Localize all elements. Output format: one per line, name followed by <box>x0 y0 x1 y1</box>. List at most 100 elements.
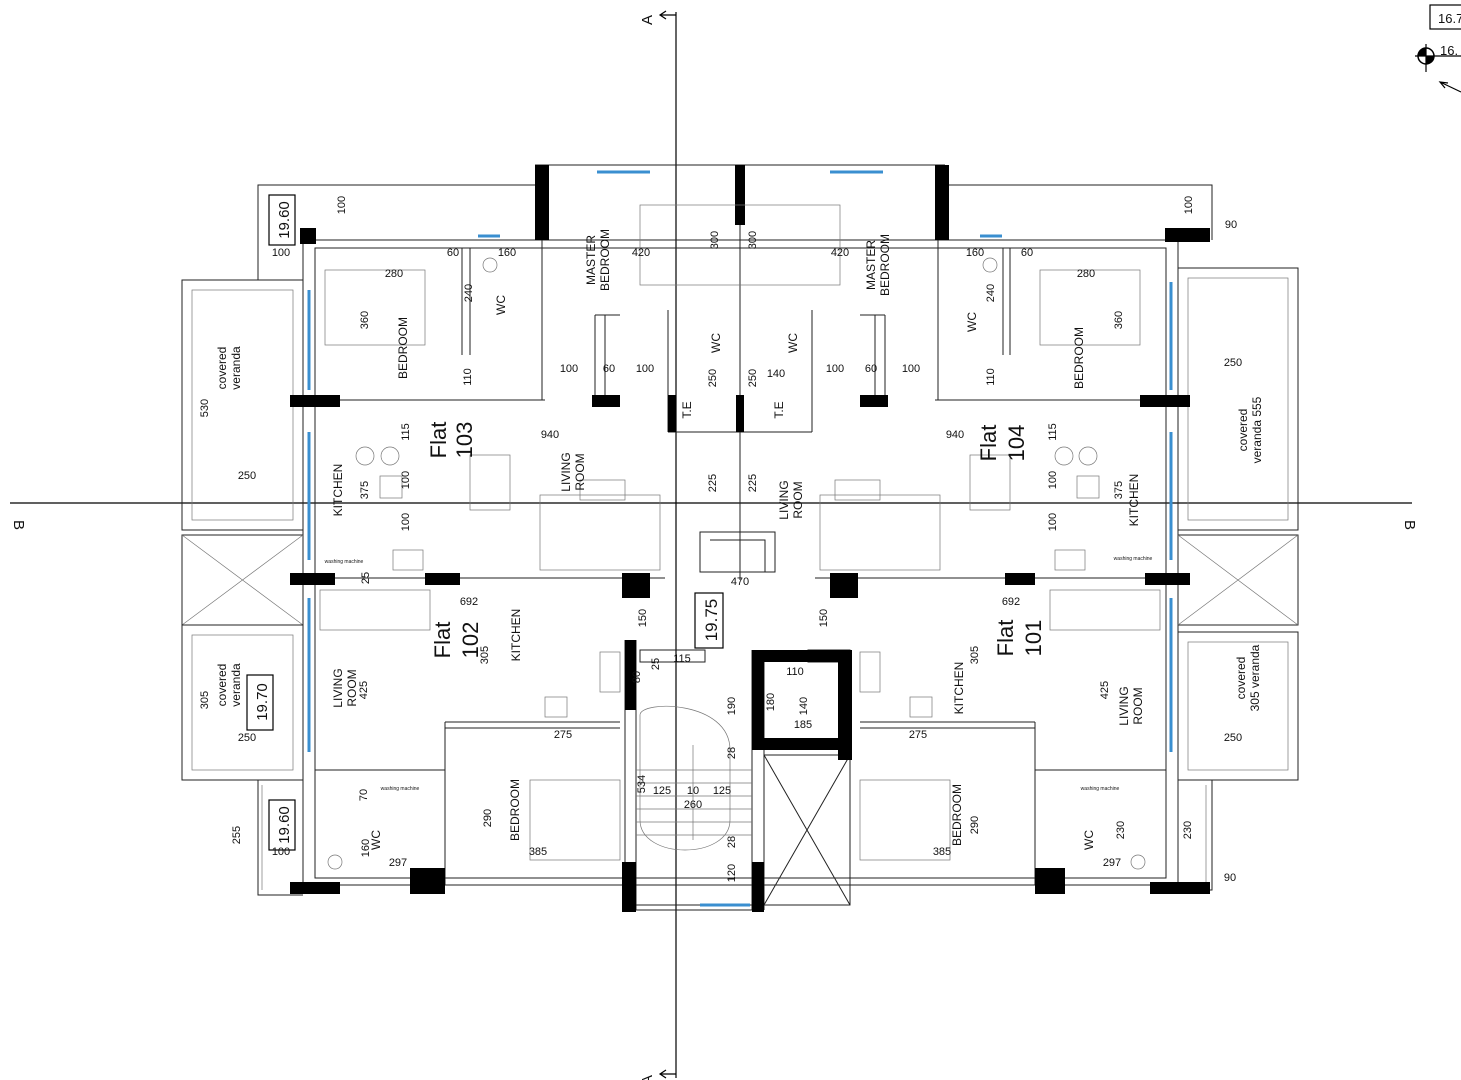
dimension-label: 385 <box>529 846 547 858</box>
dimension-label: 140 <box>798 697 810 715</box>
washing-machine-label-bl: washing machine <box>381 786 420 792</box>
dimension-label: 225 <box>747 474 759 492</box>
dimension-label: 530 <box>199 399 211 417</box>
dimension-label: 110 <box>462 368 474 386</box>
dimension-label: 100 <box>1047 513 1059 531</box>
dimension-label: 360 <box>359 311 371 329</box>
dimension-label: 275 <box>909 729 927 741</box>
dimension-label: 375 <box>1113 481 1125 499</box>
flat-102-number: 102 <box>458 622 483 659</box>
dimension-label: 100 <box>636 363 654 375</box>
dimension-label: 28 <box>726 747 738 759</box>
dimension-label: 115 <box>673 653 691 665</box>
dimension-label: 120 <box>726 864 738 882</box>
section-marker-a-bottom: A <box>639 1075 656 1080</box>
dimension-label: 290 <box>482 809 494 827</box>
dimension-label: 280 <box>1077 268 1095 280</box>
dimension-label: 534 <box>636 775 648 793</box>
dimension-label: 225 <box>707 474 719 492</box>
room-label-master-l2: BEDROOM <box>598 229 612 291</box>
washing-machine-label-tr: washing machine <box>1114 556 1153 562</box>
dimension-label: 297 <box>389 857 407 869</box>
room-label-ver-bl1: covered <box>215 664 229 707</box>
room-label-bed-bl: BEDROOM <box>508 779 522 841</box>
section-lines <box>10 10 1412 1079</box>
dimension-label: 250 <box>747 369 759 387</box>
dimension-label: 160 <box>360 839 372 857</box>
room-label-master-r1: MASTER <box>864 240 878 290</box>
room-label-living-br1: LIVING <box>1117 686 1131 725</box>
dimension-label: 110 <box>786 666 804 678</box>
dimension-label: 60 <box>603 363 615 375</box>
dimension-label: 100 <box>400 471 412 489</box>
flat-101-number: 101 <box>1021 620 1046 657</box>
sofa-right <box>819 494 941 571</box>
room-label-wc-cr: WC <box>786 333 800 353</box>
level-stair: 19.75 <box>702 599 721 642</box>
dimension-label: 185 <box>794 719 812 731</box>
dimension-label: 70 <box>358 789 370 801</box>
dimension-label: 90 <box>1224 872 1236 884</box>
dimension-label: 255 <box>231 826 243 844</box>
dimension-label: 360 <box>1113 311 1125 329</box>
dimension-label: 305 <box>479 646 491 664</box>
room-label-living-tr2: ROOM <box>791 481 805 518</box>
dimension-label: 305 <box>199 691 211 709</box>
room-label-living-bl1: LIVING <box>331 668 345 707</box>
furniture <box>319 204 1161 870</box>
dimension-label: 60 <box>447 247 459 259</box>
dimension-label: 692 <box>460 596 478 608</box>
structural-walls <box>290 165 1210 912</box>
dimension-label: 180 <box>765 693 777 711</box>
room-label-living-tl2: ROOM <box>573 453 587 490</box>
dining-table-left <box>469 454 511 511</box>
flat-103-number: 103 <box>452 422 477 459</box>
dimension-label: 150 <box>637 609 649 627</box>
dimension-label: 115 <box>1047 423 1059 441</box>
dimension-label: 250 <box>707 369 719 387</box>
dimension-label: 240 <box>463 284 475 302</box>
dimension-label: 940 <box>541 429 559 441</box>
flat-101-label: Flat <box>993 620 1018 657</box>
dimension-label: 90 <box>1225 219 1237 231</box>
room-label-living-br2: ROOM <box>1131 687 1145 724</box>
dimension-label: 230 <box>1115 821 1127 839</box>
room-label-te-r: T.E <box>772 401 786 418</box>
room-label-ver-br2: 305 veranda <box>1248 644 1262 711</box>
dimension-label: 250 <box>1224 357 1242 369</box>
section-arrow-a-bottom <box>658 1069 676 1079</box>
room-label-living-tl1: LIVING <box>559 452 573 491</box>
dimension-label: 385 <box>933 846 951 858</box>
dimension-label: 100 <box>826 363 844 375</box>
dimension-label: 230 <box>1182 821 1194 839</box>
dimension-label: 100 <box>1183 196 1195 214</box>
dimension-label: 60 <box>1021 247 1033 259</box>
dimension-label: 110 <box>985 368 997 386</box>
dimension-label: 10 <box>687 785 699 797</box>
dimension-label: 115 <box>400 423 412 441</box>
washing-machine-label-tl: washing machine <box>325 559 364 565</box>
dimension-label: 420 <box>632 247 650 259</box>
section-arrow-a-top <box>658 10 676 20</box>
dimension-label: 240 <box>985 284 997 302</box>
room-label-kitchen-br: KITCHEN <box>952 662 966 715</box>
room-label-wc-br: WC <box>1082 830 1096 850</box>
dimension-label: 80 <box>631 671 643 683</box>
dimension-label: 425 <box>358 681 370 699</box>
room-label-master-l1: MASTER <box>584 235 598 285</box>
dimension-label: 305 <box>969 646 981 664</box>
dimension-label: 28 <box>726 836 738 848</box>
level-markers <box>246 4 1461 851</box>
room-label-wc-cl: WC <box>709 333 723 353</box>
room-label-bed-br: BEDROOM <box>950 784 964 846</box>
dimension-label: 375 <box>359 481 371 499</box>
level-bottom-left: 19.60 <box>276 806 293 844</box>
dimension-label: 100 <box>560 363 578 375</box>
level-corner-box: 16.7 <box>1438 11 1461 26</box>
dimension-label: 190 <box>726 697 738 715</box>
room-label-wc-bl: WC <box>369 830 383 850</box>
bed-top-right <box>1039 269 1141 346</box>
bed-bottom-right <box>859 779 951 861</box>
